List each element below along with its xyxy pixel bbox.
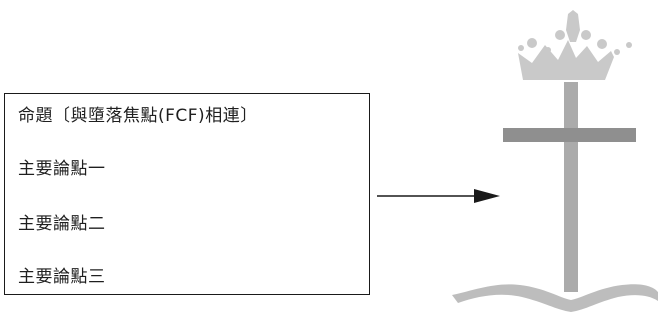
crown-icon [518,10,632,80]
main-point-3-text: 主要論點三 [18,267,106,287]
cross-stem [564,82,578,292]
main-point-1-text: 主要論點一 [18,159,106,179]
thesis-text: 命題〔與墮落焦點(FCF)相連〕 [18,106,258,126]
outline-box: 命題〔與墮落焦點(FCF)相連〕 主要論點一 主要論點二 主要論點三 [4,93,370,295]
main-point-2-text: 主要論點二 [18,214,106,234]
cross-bar [503,128,636,142]
anchor-base-icon [452,284,658,312]
